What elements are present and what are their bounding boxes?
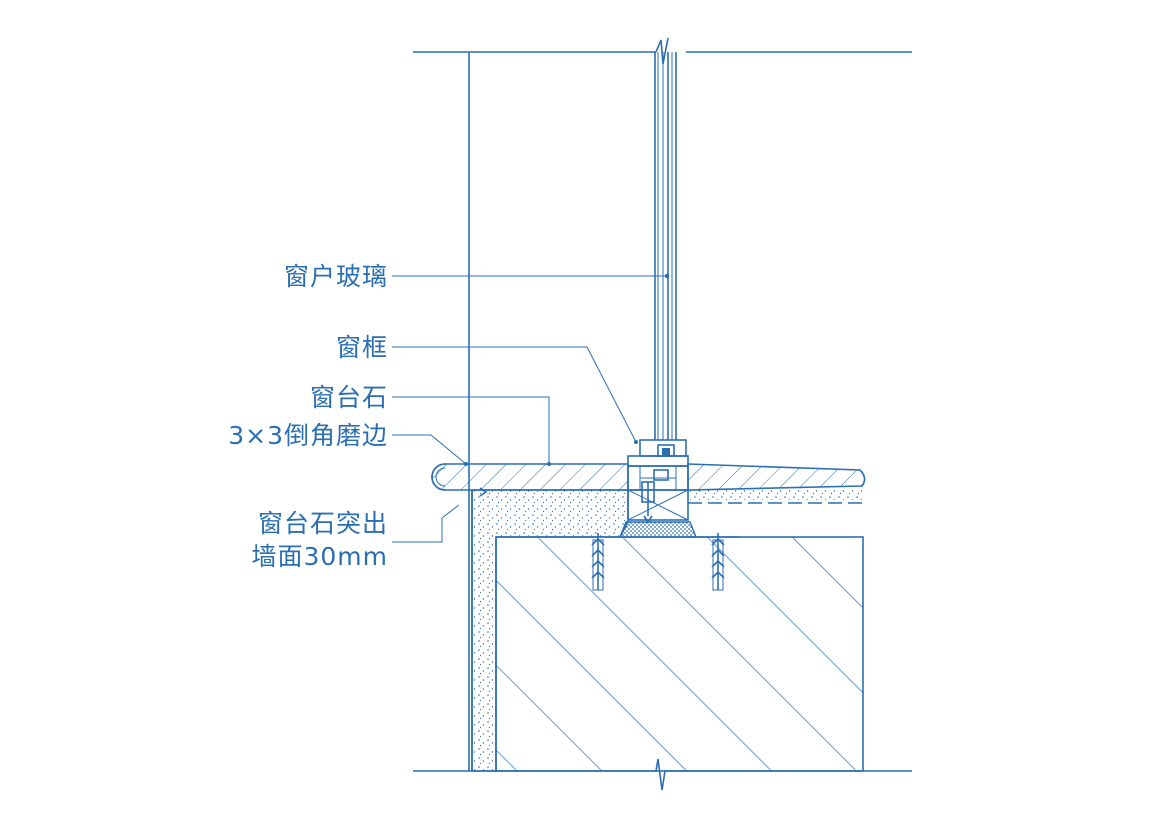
- sill-stone: [431, 462, 866, 491]
- anchor-bolt-left: [591, 533, 605, 591]
- window-glass: [654, 52, 677, 440]
- label-projection-line2: 墙面30mm: [251, 542, 388, 571]
- anchor-bolt-right: [711, 533, 725, 591]
- label-sill-stone: 窗台石: [310, 383, 388, 412]
- window-frame: [627, 439, 689, 524]
- label-projection-line1: 窗台石突出: [258, 509, 388, 538]
- mortar-bed-outer: [688, 490, 862, 500]
- label-window-glass: 窗户玻璃: [284, 262, 388, 291]
- leader-lines: [392, 275, 667, 543]
- label-chamfer: 3×3倒角磨边: [228, 421, 388, 450]
- foam-sealant: [618, 521, 698, 538]
- label-window-frame: 窗框: [336, 333, 388, 362]
- concrete-wall: [495, 536, 864, 772]
